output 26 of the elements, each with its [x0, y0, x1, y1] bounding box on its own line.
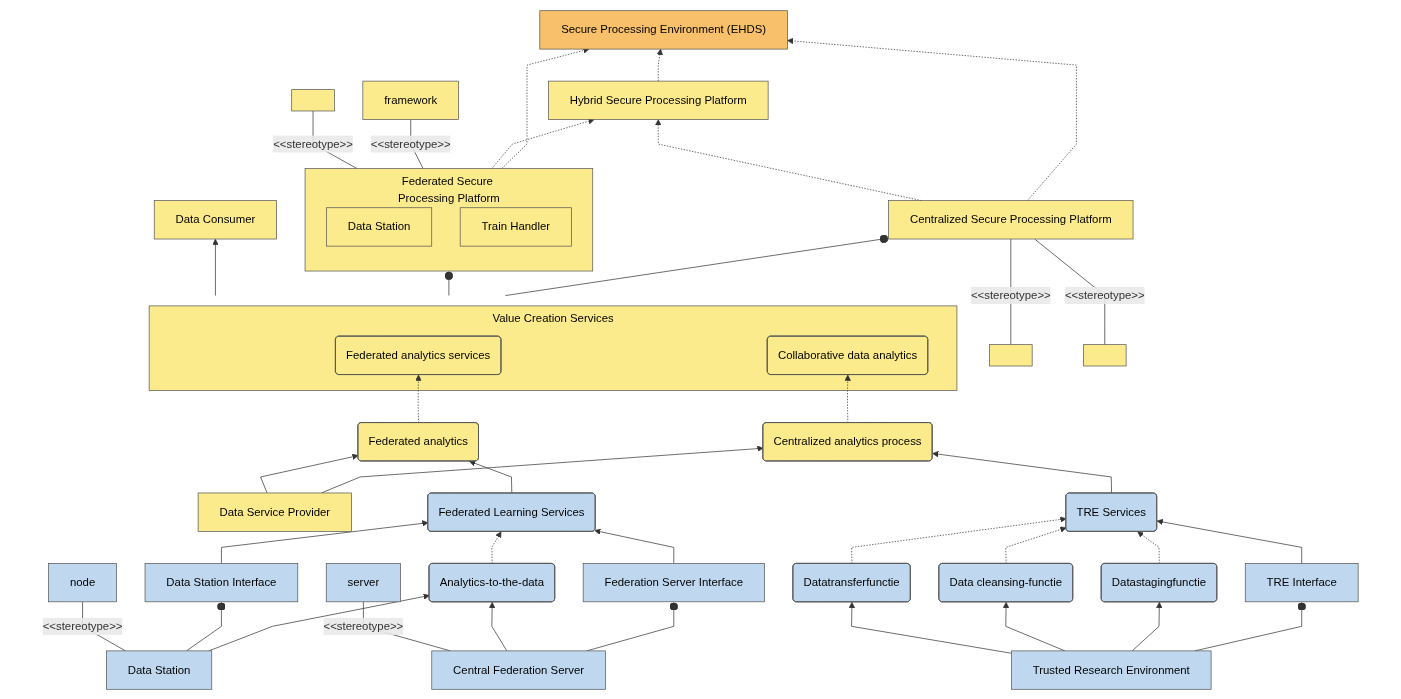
node-box: TRE Interface	[1244, 562, 1359, 602]
node-box: Data Station	[106, 650, 213, 690]
node-box: Hybrid Secure Processing Platform	[548, 80, 769, 120]
node-box: Trusted Research Environment	[1011, 650, 1212, 690]
node-box: Train Handler	[459, 206, 572, 246]
node-box: Data Station Interface	[144, 562, 299, 602]
edge-label: <<stereotype>>	[273, 137, 353, 150]
node-box	[291, 88, 335, 111]
node-box: server	[325, 562, 401, 602]
node-box	[1083, 343, 1127, 366]
node-box: Data Station	[326, 206, 433, 246]
node-box	[989, 343, 1033, 366]
node-box: Federation Server Interface	[582, 562, 765, 602]
node-box: node	[48, 562, 117, 602]
connector	[1034, 238, 1106, 345]
edge-label: <<stereotype>>	[323, 619, 404, 632]
edge-label: <<stereotype>>	[370, 137, 451, 150]
node-box: Central Federation Server	[431, 650, 606, 690]
edge-label: <<stereotype>>	[1064, 288, 1145, 301]
node-box: framework	[362, 80, 460, 120]
node-box: Data Service Provider	[197, 492, 352, 532]
node-box: Centralized Secure Processing Platform	[888, 199, 1134, 239]
node-box: Data Consumer	[153, 199, 278, 239]
edge-label: <<stereotype>>	[42, 619, 123, 632]
node-box: Secure Processing Environment (EHDS)	[539, 9, 788, 49]
edge-label: <<stereotype>>	[971, 288, 1051, 301]
